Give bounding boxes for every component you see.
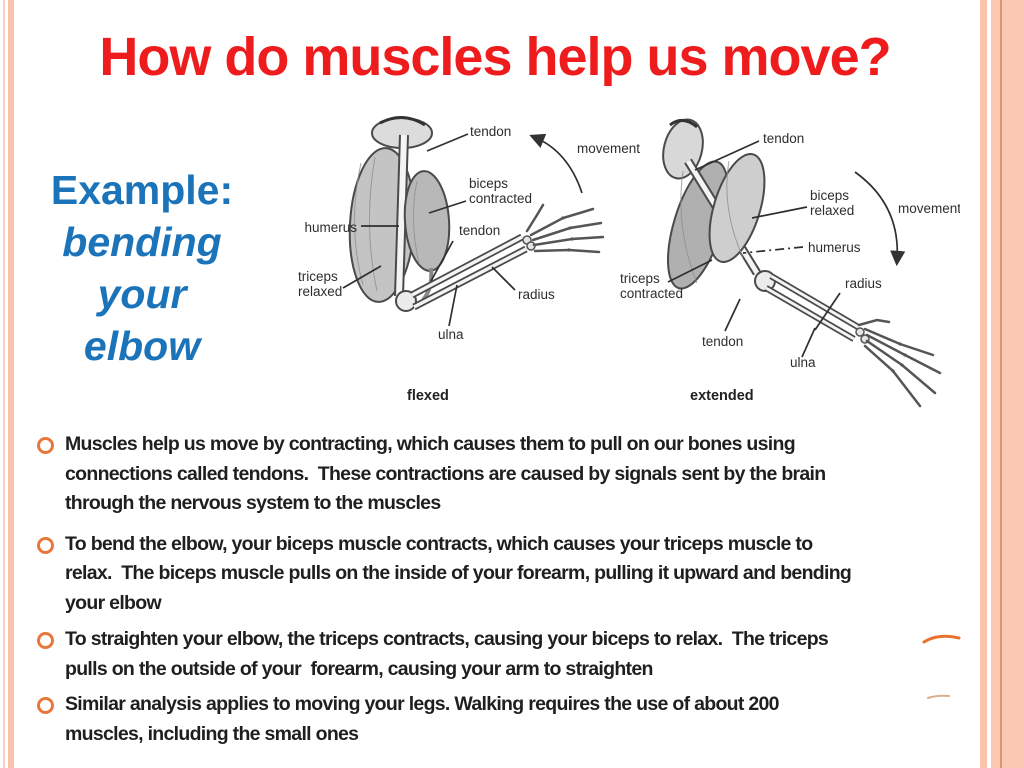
bullet-1-line-1: Muscles help us move by contracting, whi…	[65, 433, 796, 455]
flexed-arm-drawing	[348, 116, 605, 312]
bullet-item-1: Muscles help us move by contracting, whi…	[36, 430, 1006, 519]
bullet-2-line-1: To bend the elbow, your biceps muscle co…	[65, 532, 813, 555]
flexed-label-tendon-top: tendon	[470, 124, 511, 139]
extended-label-relaxed: relaxed	[810, 203, 854, 218]
bullet-3-line-1: To straighten your elbow, the triceps co…	[65, 628, 829, 650]
flexed-label-ulna: ulna	[438, 327, 464, 342]
extended-label-ulna: ulna	[790, 355, 816, 370]
flexed-elbow-joint	[395, 290, 417, 312]
right-border-inner-line	[1000, 0, 1002, 768]
flexed-label-triceps: triceps	[298, 269, 338, 284]
flexed-label-relaxed: relaxed	[298, 284, 342, 299]
bullet-circle-icon	[37, 632, 54, 649]
extended-label-tendon-top: tendon	[763, 131, 804, 146]
arm-anatomy-diagram: tendon movement biceps contracted humeru…	[298, 116, 960, 408]
orange-squiggle-mark	[922, 634, 961, 644]
bullet-circle-icon	[37, 536, 54, 554]
bullet-3-line-2: pulls on the outside of your forearm, ca…	[65, 657, 653, 680]
extended-caption: extended	[690, 388, 754, 404]
bullet-2-line-2: relax. The biceps muscle pulls on the in…	[65, 562, 852, 584]
extended-arm-drawing	[662, 118, 942, 408]
example-word-elbow: elbow	[83, 323, 201, 369]
extended-labels: tendon biceps relaxed movement humerus t…	[620, 131, 960, 404]
flexed-label-humerus: humerus	[304, 220, 357, 235]
example-word-bending: bending	[62, 219, 222, 265]
flexed-movement-arrow	[529, 133, 583, 194]
left-border-stripe	[8, 0, 14, 768]
extended-biceps-muscle	[708, 153, 766, 263]
bullet-1-line-2: connections called tendons. These contra…	[65, 462, 826, 485]
extended-hand	[857, 318, 942, 408]
extended-label-biceps: biceps	[810, 188, 849, 203]
extended-label-triceps: triceps	[620, 271, 660, 286]
example-label: Example:	[50, 167, 234, 213]
faint-dash-mark	[927, 694, 950, 699]
flexed-labels: tendon movement biceps contracted humeru…	[298, 124, 640, 404]
example-word-your: your	[97, 271, 187, 317]
bullet-item-2: To bend the elbow, your biceps muscle co…	[36, 530, 1006, 619]
bullet-item-4: Similar analysis applies to moving your …	[36, 690, 1006, 749]
page-title: How do muscles help us move?	[99, 27, 891, 87]
bullet-4-line-1: Similar analysis applies to moving your …	[65, 693, 780, 715]
example-text: Example: bending your elbow	[22, 164, 262, 372]
bullet-4-line-2: muscles, including the small ones	[65, 722, 359, 745]
right-border-band	[991, 0, 1024, 768]
extended-label-movement: movement	[898, 201, 960, 216]
flexed-label-contracted: contracted	[469, 191, 532, 206]
bullet-item-3: To straighten your elbow, the triceps co…	[36, 625, 1006, 684]
flexed-label-biceps: biceps	[469, 176, 508, 191]
right-border-thin-stripe	[980, 0, 987, 768]
flexed-label-movement: movement	[577, 141, 640, 156]
flexed-label-radius: radius	[518, 287, 555, 302]
extended-label-radius: radius	[845, 276, 882, 291]
flexed-caption: flexed	[407, 388, 449, 404]
bullet-circle-icon	[37, 437, 54, 454]
extended-label-contracted: contracted	[620, 286, 683, 301]
extended-label-tendon-bottom: tendon	[702, 334, 743, 349]
extended-movement-arrow	[854, 171, 906, 267]
bullet-list: Muscles help us move by contracting, whi…	[36, 430, 1006, 749]
bullet-1-line-3: through the nervous system to the muscle…	[65, 492, 441, 514]
left-border-thin-stripe	[3, 0, 5, 768]
extended-label-humerus: humerus	[808, 240, 861, 255]
flexed-hand	[525, 203, 605, 254]
bullet-circle-icon	[37, 697, 54, 714]
bullet-2-line-3: your elbow	[65, 591, 162, 614]
flexed-label-tendon-mid: tendon	[459, 223, 500, 238]
